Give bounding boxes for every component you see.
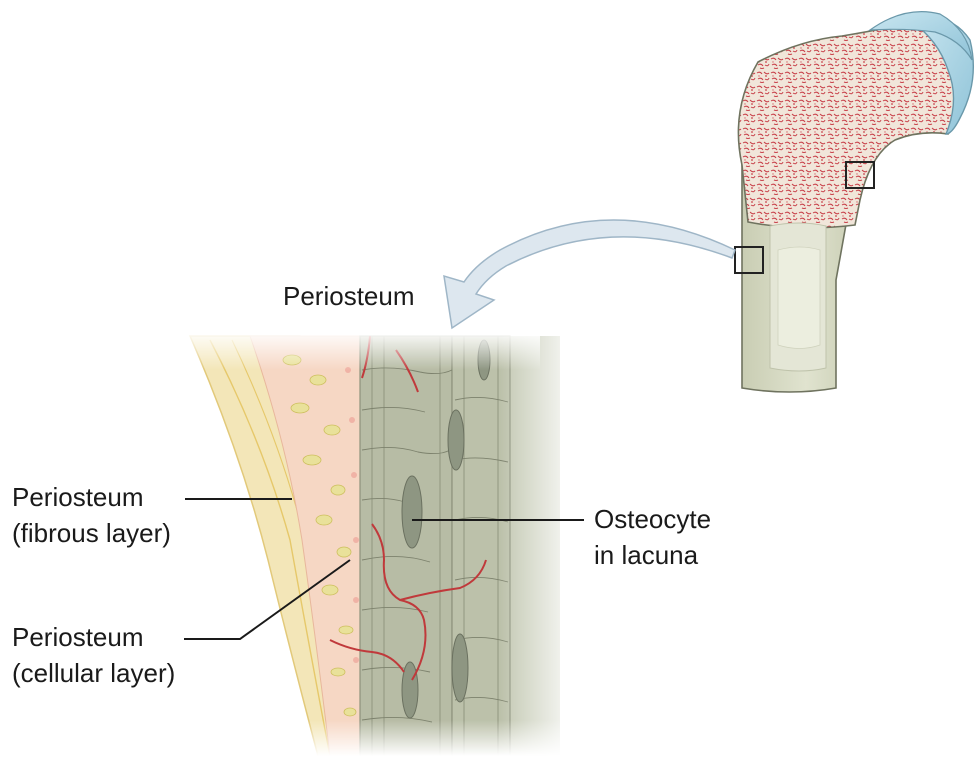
- label-cellular-layer: (cellular layer): [12, 658, 176, 688]
- zoom-box-compact: [734, 246, 764, 274]
- zoom-box-spongy: [845, 161, 875, 189]
- label-osteocyte: Osteocyte: [594, 504, 712, 534]
- magnified-bone-section: [180, 330, 580, 757]
- label-periosteum-top: Periosteum: [283, 281, 415, 311]
- femur-illustration: [734, 11, 974, 393]
- label-periosteum-cellular: Periosteum: [12, 622, 144, 652]
- leader-lines: [184, 498, 584, 640]
- label-periosteum-fibrous: Periosteum: [12, 482, 144, 512]
- curved-arrow-icon: [443, 219, 736, 330]
- label-in-lacuna: in lacuna: [594, 540, 699, 570]
- label-fibrous-layer: (fibrous layer): [12, 518, 171, 548]
